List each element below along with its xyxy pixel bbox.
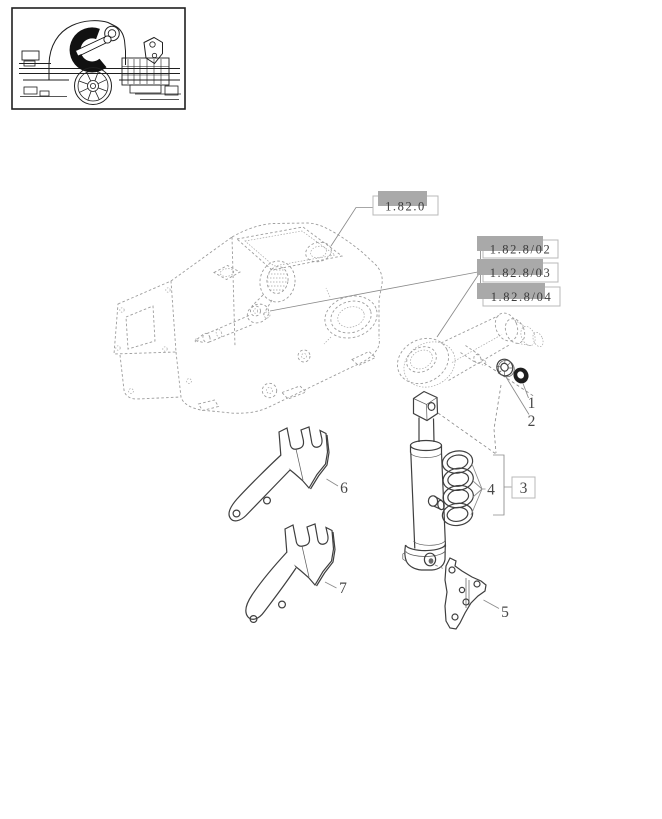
ref-box-variant-04[interactable]: 1.82.8/04 bbox=[477, 283, 561, 307]
callout-1: 1 bbox=[528, 395, 536, 412]
ref-variant-04-label[interactable]: 1.82.8/04 bbox=[491, 290, 553, 304]
fork-bracket-part-7 bbox=[245, 523, 336, 623]
ref-box-variant-03[interactable]: 1.82.8/03 bbox=[477, 259, 559, 283]
ref-box-variant-02[interactable]: 1.82.8/02 bbox=[477, 236, 559, 259]
leader-to-4 bbox=[470, 463, 486, 516]
callout-3-box: 3 bbox=[511, 476, 536, 499]
reference-leader-lines bbox=[269, 207, 481, 338]
seal-ring-part-1 bbox=[513, 367, 529, 384]
highlight-region bbox=[69, 27, 107, 73]
tractor-sketch bbox=[19, 20, 181, 105]
support-bracket-part-5 bbox=[444, 557, 487, 630]
oring-stack-part-4 bbox=[441, 450, 474, 527]
leader-to-1 bbox=[522, 383, 529, 399]
ref-variant-03-label[interactable]: 1.82.8/03 bbox=[490, 266, 552, 280]
leader-to-6 bbox=[326, 478, 339, 487]
leader-to-7 bbox=[324, 581, 337, 589]
callout-5: 5 bbox=[501, 604, 509, 621]
tractor-location-thumbnail[interactable] bbox=[11, 7, 186, 110]
washer-part-2 bbox=[496, 358, 515, 378]
callout-7: 7 bbox=[339, 580, 347, 597]
callout-3: 3 bbox=[520, 480, 528, 497]
ref-box-main[interactable]: 1.82.0 bbox=[372, 191, 439, 216]
callout-6: 6 bbox=[340, 480, 348, 497]
callout-2: 2 bbox=[528, 413, 536, 430]
lift-arm-phantom bbox=[397, 312, 544, 398]
leader-to-2 bbox=[505, 376, 530, 415]
hydraulic-lift-housing-phantom bbox=[113, 222, 383, 414]
thumbnail-border bbox=[11, 7, 186, 110]
lift-cylinder-part bbox=[402, 390, 447, 571]
group-3-bracket bbox=[434, 384, 512, 572]
leader-to-5 bbox=[483, 599, 500, 609]
callout-4: 4 bbox=[487, 482, 495, 499]
fork-bracket-part-6 bbox=[228, 426, 330, 522]
ref-variant-02-label[interactable]: 1.82.8/02 bbox=[490, 243, 552, 257]
ref-main-label[interactable]: 1.82.0 bbox=[385, 200, 426, 214]
